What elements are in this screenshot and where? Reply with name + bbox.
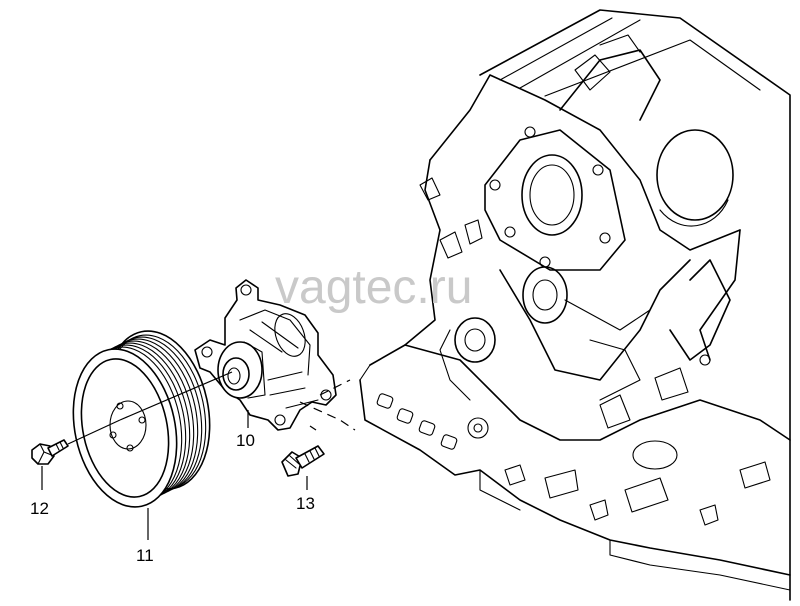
bolt-12-axis-line xyxy=(67,419,121,445)
pulley xyxy=(72,330,211,508)
callout-10: 10 xyxy=(236,431,255,450)
engine-block xyxy=(359,9,791,601)
bolt-13-dash-line xyxy=(299,401,356,431)
callout-13: 13 xyxy=(296,494,315,513)
bolt-13-axis-line xyxy=(309,425,317,431)
water-pump xyxy=(194,279,337,431)
assembly-lines xyxy=(41,371,356,540)
pump-flange-dash-line xyxy=(319,379,351,396)
callout-11: 11 xyxy=(136,546,154,565)
pulley-axis-line xyxy=(119,371,233,421)
pump-bolt xyxy=(281,445,325,477)
watermark: vagtec.ru xyxy=(275,261,472,314)
callout-12: 12 xyxy=(30,499,49,518)
pulley-bolt xyxy=(31,439,69,465)
